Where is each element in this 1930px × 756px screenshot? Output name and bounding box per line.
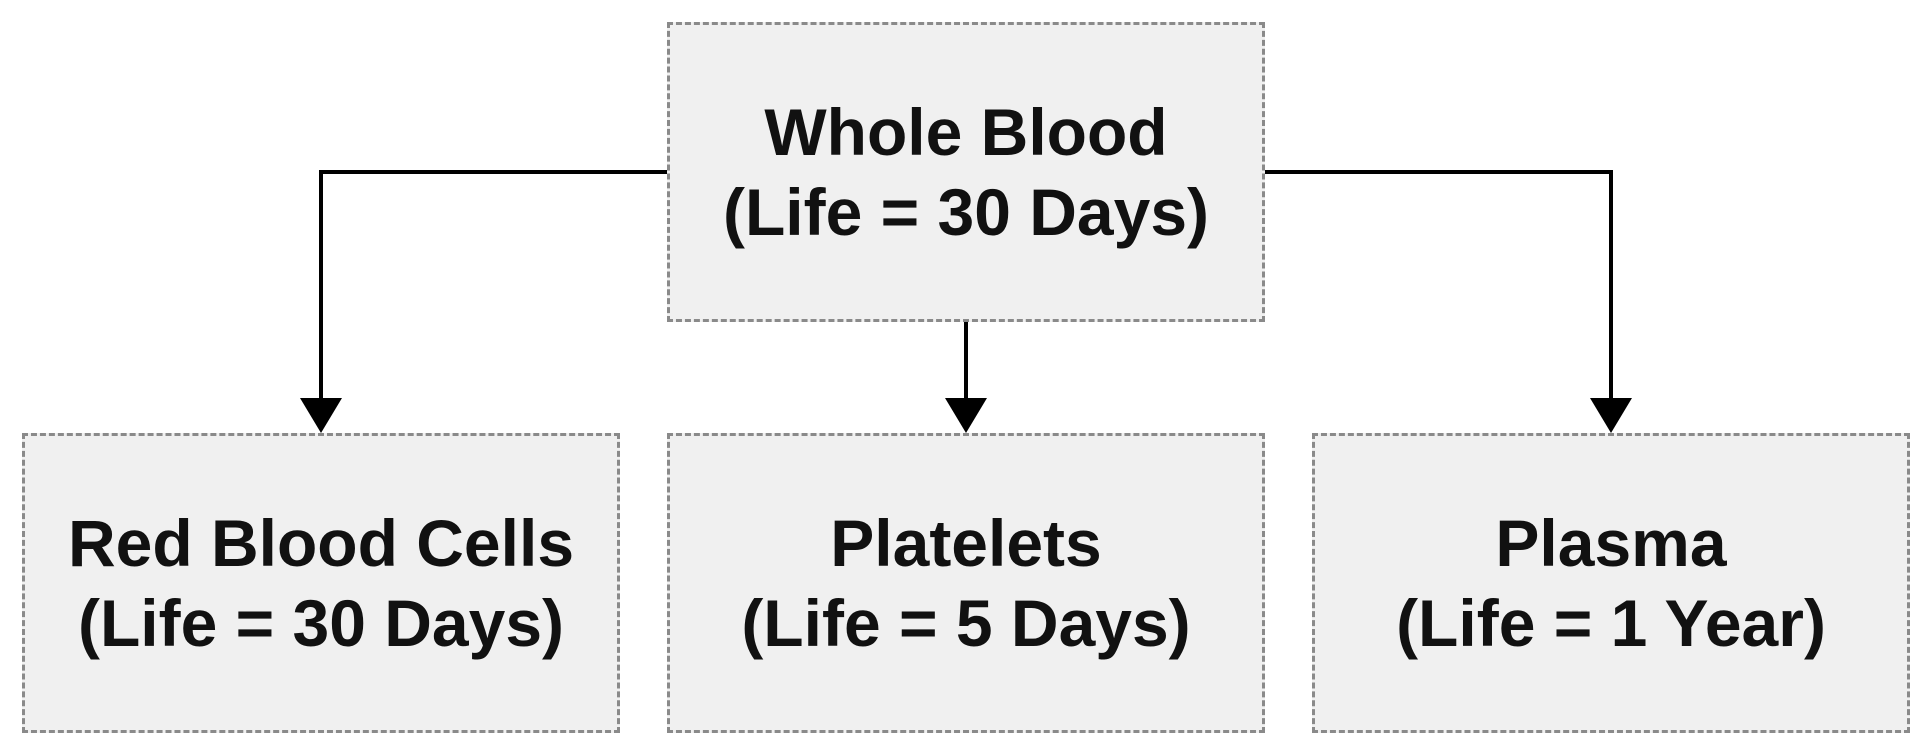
node-life: (Life = 5 Days) bbox=[741, 586, 1191, 660]
edge-whole-blood-to-plasma bbox=[1265, 170, 1613, 408]
edge-whole-blood-to-red-blood-cells bbox=[319, 170, 667, 408]
node-plasma: Plasma (Life = 1 Year) bbox=[1312, 433, 1910, 733]
node-life: (Life = 30 Days) bbox=[77, 586, 565, 660]
arrowhead-platelets bbox=[945, 398, 987, 433]
node-red-blood-cells: Red Blood Cells (Life = 30 Days) bbox=[22, 433, 620, 733]
node-title: Platelets bbox=[830, 506, 1102, 580]
node-whole-blood: Whole Blood (Life = 30 Days) bbox=[667, 22, 1265, 322]
node-title: Whole Blood bbox=[764, 95, 1168, 169]
node-title: Plasma bbox=[1495, 506, 1727, 580]
arrowhead-plasma bbox=[1590, 398, 1632, 433]
node-life: (Life = 30 Days) bbox=[722, 175, 1210, 249]
node-platelets: Platelets (Life = 5 Days) bbox=[667, 433, 1265, 733]
node-life: (Life = 1 Year) bbox=[1396, 586, 1826, 660]
node-title: Red Blood Cells bbox=[67, 506, 575, 580]
arrowhead-red-blood-cells bbox=[300, 398, 342, 433]
